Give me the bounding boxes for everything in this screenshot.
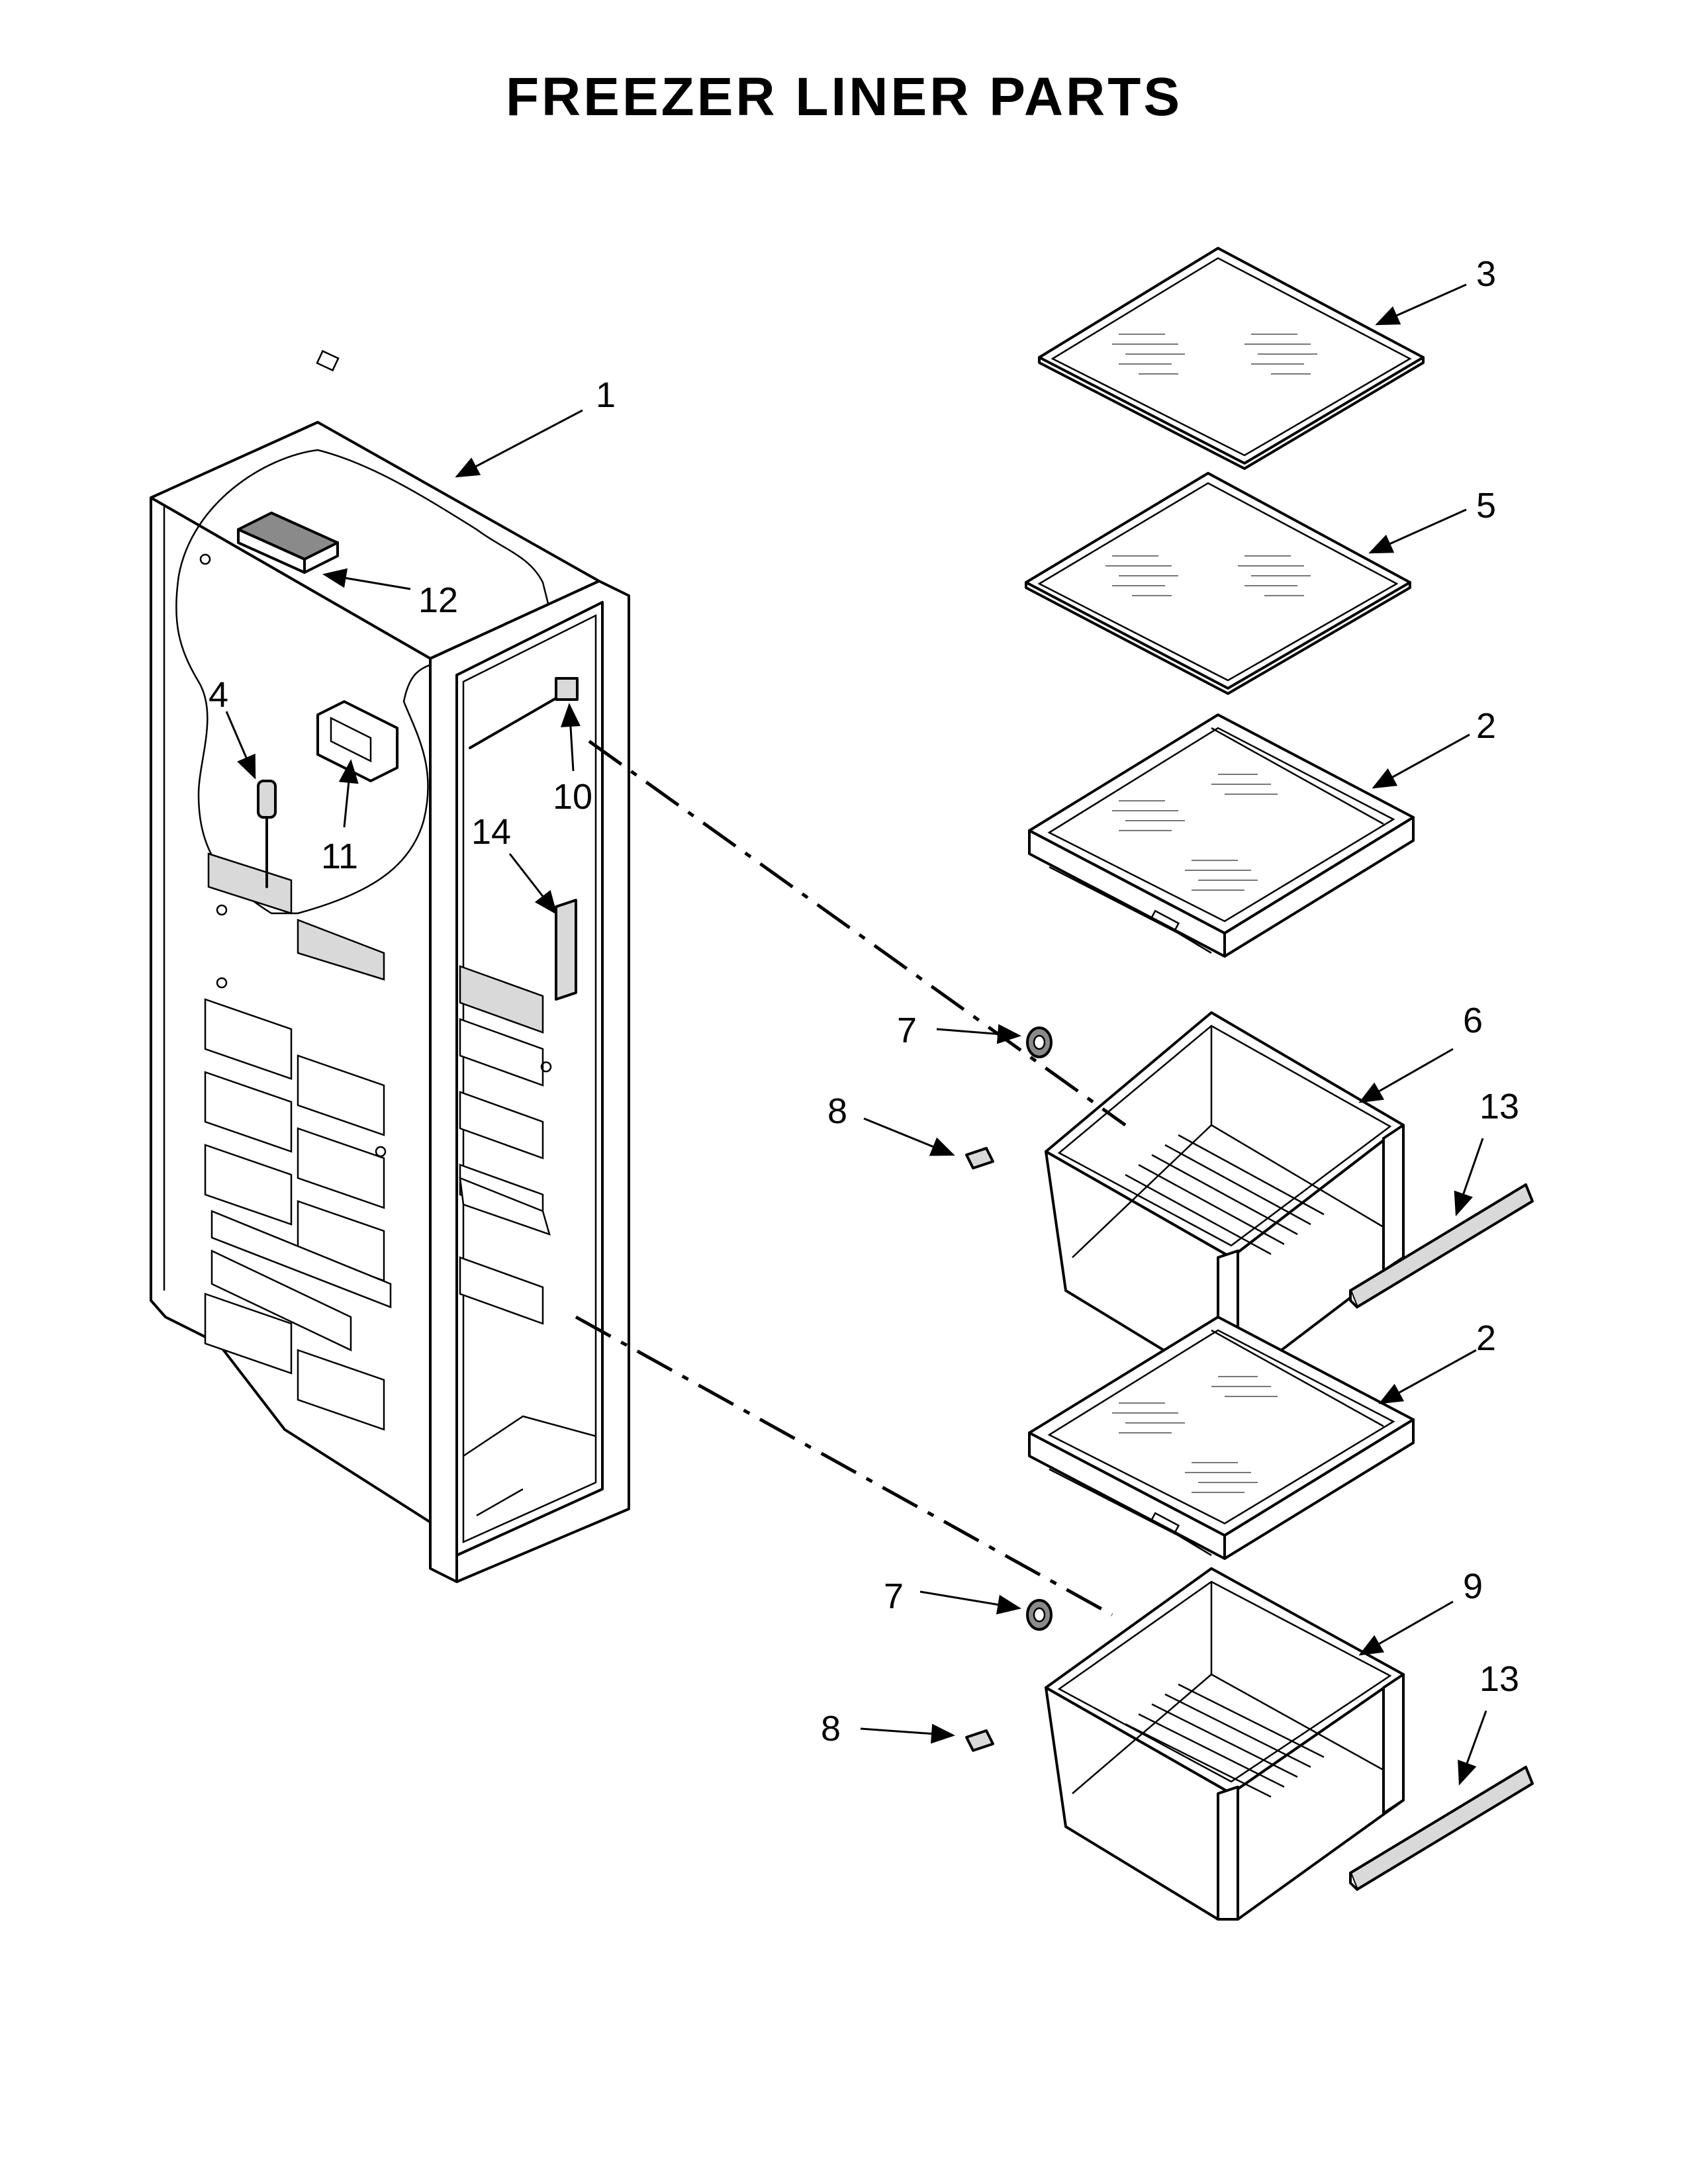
light-housing [316,700,399,782]
callout-9: 9 [1463,1567,1483,1606]
control-unit [237,512,339,574]
callout-13-upper: 13 [1479,1087,1519,1126]
thermistor [257,780,277,888]
shelf-frame-2-lower [1028,1316,1415,1560]
callout-labels: 1 12 4 11 10 14 3 5 2 6 7 8 13 2 9 7 8 1… [209,254,1519,1749]
callout-2-upper: 2 [1476,706,1496,746]
callout-1: 1 [596,375,616,415]
basket-6 [1045,1011,1405,1385]
callout-12: 12 [418,580,458,620]
vent-cover [555,899,577,1001]
callout-4: 4 [209,675,228,715]
callout-5: 5 [1476,486,1496,525]
alignment-line-upper [588,739,1127,1127]
callout-2-lower: 2 [1476,1318,1496,1358]
liner-side-panels [204,852,392,1431]
callout-13-lower: 13 [1479,1659,1519,1699]
roller-7-upper [1026,1026,1053,1058]
callout-8-lower: 8 [821,1709,841,1749]
page-title: FREEZER LINER PARTS [505,67,1183,127]
glass-shelf-3 [1038,247,1425,470]
trim-13-lower [1349,1766,1534,1891]
callout-8-upper: 8 [827,1091,847,1131]
roller-7-lower [1026,1599,1053,1631]
stud-8-upper [965,1147,994,1169]
door-switch [555,677,579,701]
glass-shelf-5 [1025,472,1411,695]
callout-6: 6 [1463,1001,1483,1040]
basket-9 [1045,1567,1405,1921]
alignment-line-lower [575,1315,1113,1617]
leader-lines [225,283,1487,1786]
callout-7-lower: 7 [884,1576,904,1616]
stud-8-lower [965,1729,994,1752]
shelf-frame-2-upper [1028,713,1415,958]
liner-front-panels [459,965,551,1325]
trim-13-upper [1349,1183,1534,1308]
callout-10: 10 [553,777,592,817]
callout-14: 14 [471,812,511,852]
callout-11: 11 [321,837,358,876]
freezer-liner [150,349,630,1583]
callout-3: 3 [1476,254,1496,294]
callout-7-upper: 7 [897,1011,917,1050]
